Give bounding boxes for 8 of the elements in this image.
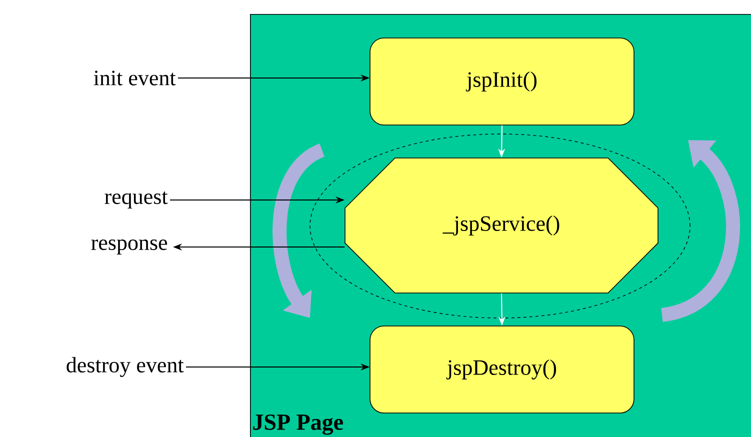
method-box: jspDestroy()	[370, 326, 634, 414]
service-octagon: _jspService()	[344, 158, 658, 294]
event-label: destroy event	[66, 357, 184, 378]
method-box: jspInit()	[370, 38, 634, 126]
panel-title: JSP Page	[253, 414, 343, 435]
event-label: request	[104, 191, 168, 209]
event-label: init event	[94, 70, 176, 86]
event-label: response	[91, 239, 168, 255]
